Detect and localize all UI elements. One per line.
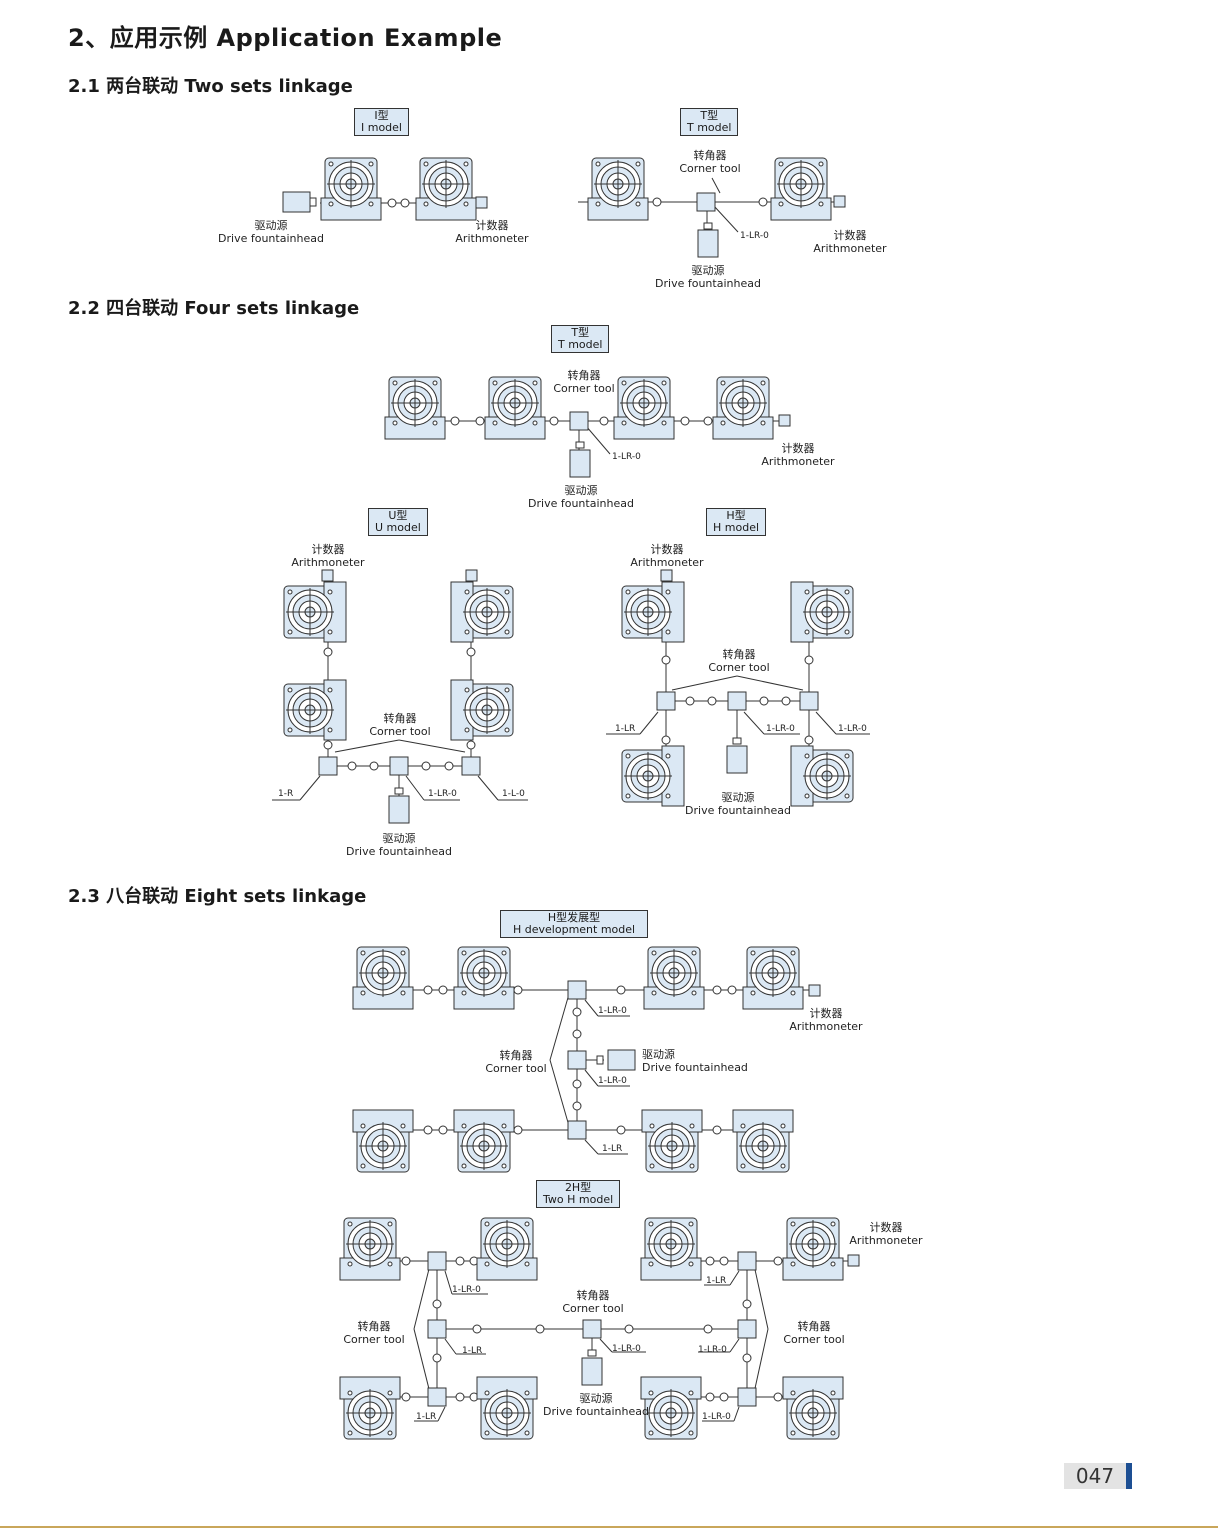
page-number-accent-bar [1126,1463,1132,1489]
rotary-index-unit [352,1109,414,1173]
rotary-index-unit [732,1109,794,1173]
tag-1-lr-0: 1-LR-0 [838,724,867,734]
rotary-index-unit [283,679,347,741]
tag-1-lr-0: 1-LR-0 [612,1344,641,1354]
rotary-index-unit [790,581,854,643]
tag-1-lr: 1-LR [706,1276,727,1286]
tag-1-lr-0: 1-LR-0 [702,1412,731,1422]
page-title: 2、应用示例 Application Example [68,24,503,52]
tag-1-lr: 1-LR [602,1144,623,1154]
rotary-index-unit [476,1376,538,1440]
rotary-index-unit [587,157,649,221]
rotary-index-unit [339,1217,401,1281]
rotary-index-unit [742,946,804,1010]
section-2-2-title: 2.2 四台联动 Four sets linkage [68,298,360,319]
rotary-index-unit [621,745,685,807]
tag-1-l-0: 1-L-0 [502,789,525,799]
rotary-index-unit [453,946,515,1010]
tag-1-lr-0: 1-LR-0 [740,231,769,241]
rotary-index-unit [352,946,414,1010]
tag-1-r: 1-R [278,789,294,799]
tag-1-lr: 1-LR [615,724,636,734]
rotary-index-unit [476,1217,538,1281]
rotary-index-unit [484,376,546,440]
section-2-3-title: 2.3 八台联动 Eight sets linkage [68,886,367,907]
rotary-index-unit [283,581,347,643]
rotary-index-unit [415,157,477,221]
rotary-index-unit [450,679,514,741]
tag-1-lr-0: 1-LR-0 [698,1345,727,1355]
page-number: 047 [1064,1463,1126,1489]
tag-1-lr-0: 1-LR-0 [612,452,641,462]
section-2-1-title: 2.1 两台联动 Two sets linkage [68,76,353,97]
tag-1-lr-0: 1-LR-0 [766,724,795,734]
rotary-index-unit [643,946,705,1010]
tag-1-lr: 1-LR [416,1412,437,1422]
rotary-index-unit [384,376,446,440]
rotary-index-unit [450,581,514,643]
tag-1-lr: 1-LR [462,1346,483,1356]
tag-1-lr-0: 1-LR-0 [598,1006,627,1016]
rotary-index-unit [339,1376,401,1440]
rotary-index-unit [770,157,832,221]
rotary-index-unit [782,1376,844,1440]
rotary-index-unit [621,581,685,643]
tag-1-lr-0: 1-LR-0 [428,789,457,799]
rotary-index-unit [640,1217,702,1281]
rotary-index-unit [453,1109,515,1173]
rotary-index-unit [782,1217,844,1281]
rotary-index-unit [320,157,382,221]
rotary-index-unit [641,1109,703,1173]
tag-1-lr-0: 1-LR-0 [452,1285,481,1295]
tag-1-lr-0: 1-LR-0 [598,1076,627,1086]
rotary-index-unit [790,745,854,807]
rotary-index-unit [640,1376,702,1440]
footer-rule [0,1526,1218,1528]
rotary-index-unit [712,376,774,440]
rotary-index-unit [613,376,675,440]
